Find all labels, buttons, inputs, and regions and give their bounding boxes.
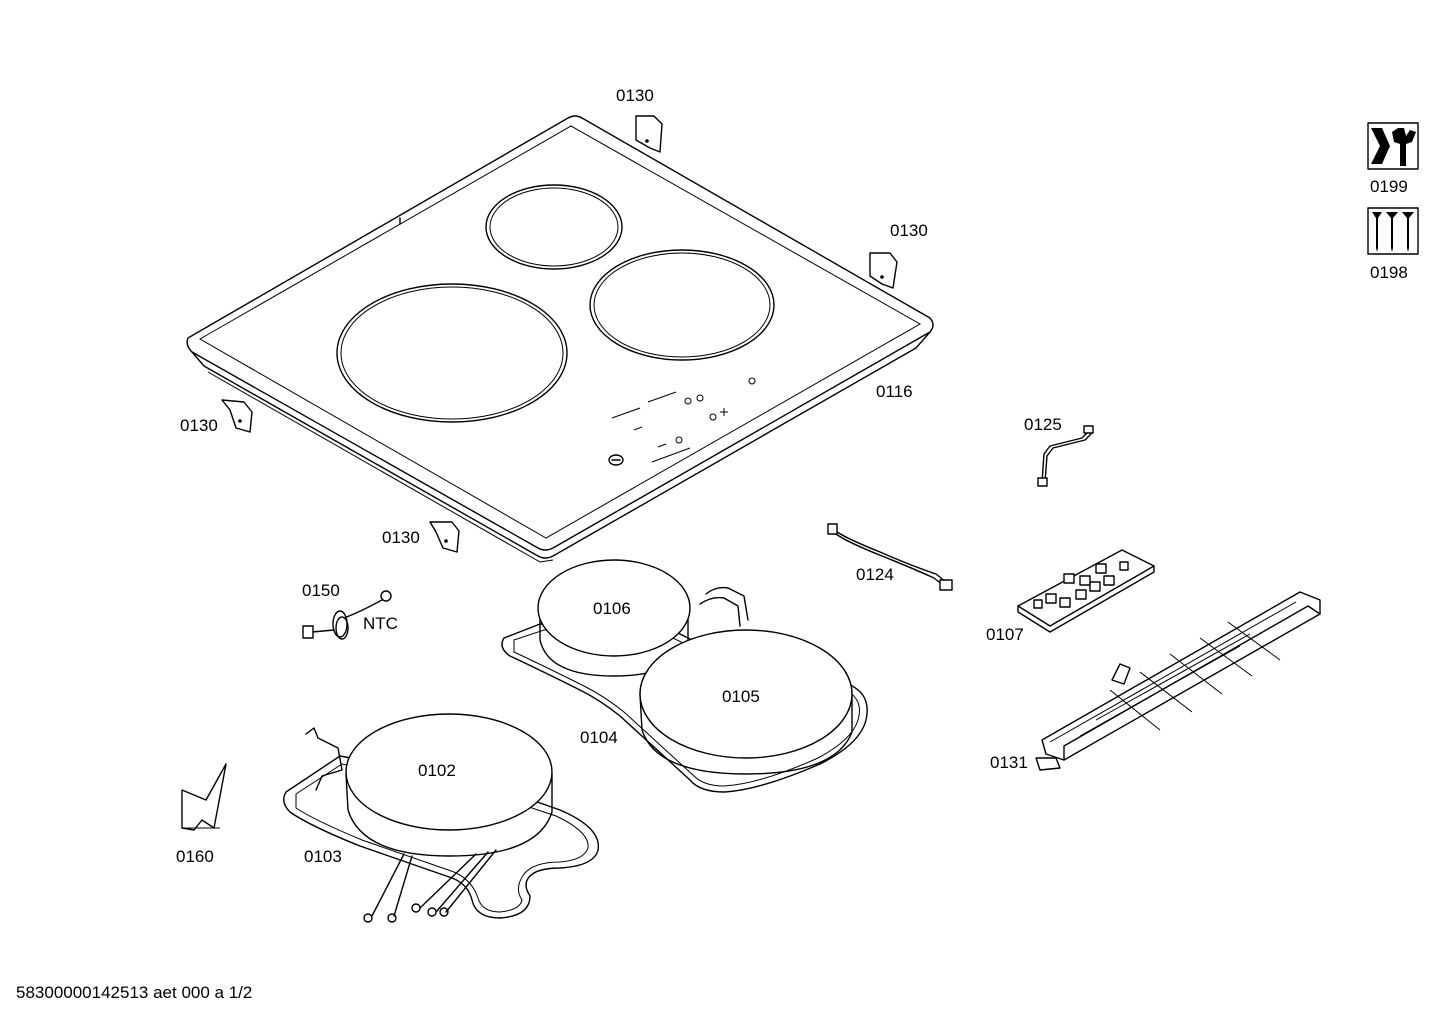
bracket-0130-top xyxy=(635,115,663,153)
cable-tray-0131-part xyxy=(1035,591,1321,771)
bracket-0130-left xyxy=(221,399,253,433)
label-0116: 0116 xyxy=(876,382,913,401)
label-0130-top: 0130 xyxy=(616,86,654,105)
bracket-0130-bottom xyxy=(429,521,460,553)
label-0106: 0106 xyxy=(593,599,631,618)
foil-0160-part xyxy=(181,763,227,831)
label-0103: 0103 xyxy=(304,847,342,866)
wrench-bolt-icon xyxy=(1367,122,1419,170)
coil-0105-part xyxy=(639,629,853,775)
touch-controls xyxy=(608,377,756,466)
label-ntc: NTC xyxy=(363,614,398,633)
cable-0124-part xyxy=(827,523,953,591)
label-0130-right: 0130 xyxy=(890,221,928,240)
cooktop-glass-part xyxy=(186,115,934,563)
label-0125: 0125 xyxy=(1024,415,1062,434)
cable-0125-part xyxy=(1037,425,1094,487)
label-0160: 0160 xyxy=(176,847,214,866)
label-0130-left: 0130 xyxy=(180,416,218,435)
label-0199: 0199 xyxy=(1370,177,1408,196)
label-0130-bottom: 0130 xyxy=(382,528,420,547)
label-0102: 0102 xyxy=(418,761,456,780)
ntc-sensor-0150-part xyxy=(302,590,392,640)
label-0198: 0198 xyxy=(1370,263,1408,282)
screws-icon xyxy=(1367,207,1419,255)
label-0105: 0105 xyxy=(722,687,760,706)
control-board-0107-part xyxy=(1017,549,1155,633)
label-0124: 0124 xyxy=(856,565,894,584)
label-0107: 0107 xyxy=(986,625,1024,644)
label-0104: 0104 xyxy=(580,728,618,747)
bracket-0130-right xyxy=(869,252,898,289)
label-0150: 0150 xyxy=(302,581,340,600)
footer-document-id: 58300000142513 aet 000 a 1/2 xyxy=(16,983,252,1002)
coil-0102-part xyxy=(345,713,553,923)
label-0131: 0131 xyxy=(990,753,1028,772)
